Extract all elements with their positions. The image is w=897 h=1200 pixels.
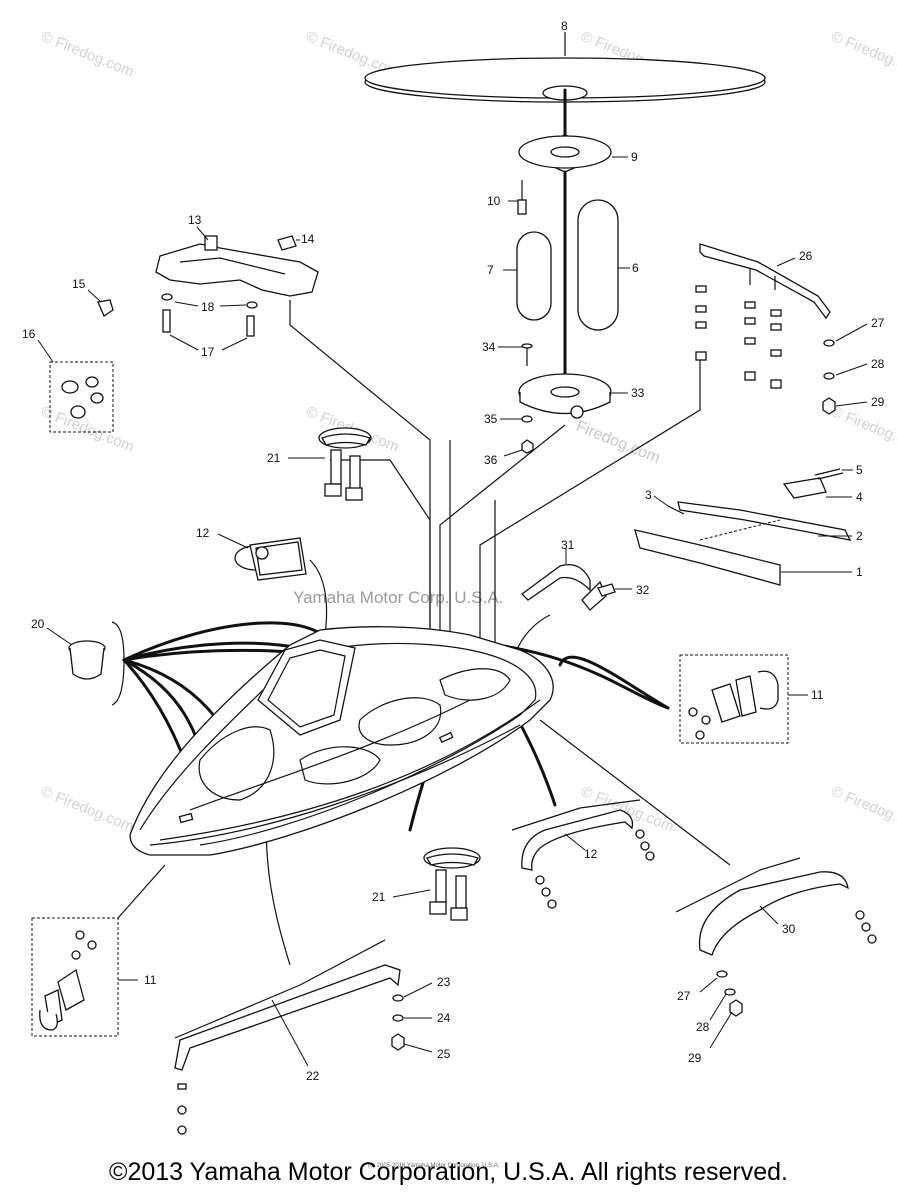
watermark-center: Yamaha Motor Corp. U.S.A. <box>293 588 503 607</box>
bolt-18b <box>246 315 255 337</box>
callout-23: 23 <box>437 975 451 989</box>
copyright-notice: ©2013 Yamaha Motor Corporation, U.S.A. A… <box>109 1158 788 1186</box>
callout-6: 6 <box>632 261 639 275</box>
callout-11: 11 <box>811 688 824 702</box>
callout-34: 34 <box>482 340 496 354</box>
callout-3: 3 <box>645 488 652 502</box>
callout-5: 5 <box>856 463 863 477</box>
tube-pole-right <box>577 199 630 331</box>
hardware-23-25 <box>391 982 433 1053</box>
bolt-18a <box>162 309 171 333</box>
callout-29: 29 <box>688 1051 702 1065</box>
callout-8: 8 <box>561 19 568 33</box>
callout-19: 18 <box>201 300 215 314</box>
callout-31: 31 <box>561 538 575 552</box>
tower-frame-26 <box>695 243 868 415</box>
callout-25: 25 <box>437 1047 451 1061</box>
callout-13: 12 <box>196 526 210 540</box>
callout-9: 9 <box>631 150 638 164</box>
callout-21: 21 <box>372 890 386 904</box>
screw-3 <box>653 495 685 515</box>
mounting-plate-top <box>518 134 628 173</box>
callout-26: 26 <box>799 249 813 263</box>
clip-4 <box>782 477 852 499</box>
callout-24: 24 <box>437 1011 451 1025</box>
callout-32: 32 <box>636 583 650 597</box>
watermark-text: © Firedog.com <box>39 403 137 456</box>
bracket-kit-11-right <box>679 654 808 744</box>
callout-21: 21 <box>267 451 281 465</box>
rail-22 <box>174 939 401 1135</box>
tube-pole-left <box>503 231 552 321</box>
hardware-27-29-bottom <box>699 970 743 1049</box>
callout-35: 35 <box>484 412 498 426</box>
bimini-canopy <box>364 32 766 140</box>
rail-30 <box>675 857 877 956</box>
bolt-stack-left <box>695 285 707 361</box>
mirror-13 <box>217 533 307 581</box>
watermark-text: © Firedog.com <box>829 403 897 456</box>
callout-14: 13 <box>188 213 202 227</box>
screw-5 <box>814 468 853 480</box>
callout-29: 29 <box>871 395 885 409</box>
grommet-kit-17 <box>37 339 114 433</box>
nut-36 <box>503 439 534 457</box>
cleat-21-top <box>288 427 372 501</box>
callout-11: 11 <box>144 973 157 987</box>
mounting-plate-bottom <box>518 373 628 419</box>
watermark-text: © Firedog.com <box>39 28 137 81</box>
watermark-text: © Firedog.com <box>829 783 897 836</box>
callout-22: 22 <box>306 1069 320 1083</box>
grab-handle-31 <box>521 548 632 611</box>
callout-7: 7 <box>487 263 494 277</box>
callout-27: 27 <box>677 989 691 1003</box>
watermark-text: Firedog.com <box>574 418 663 467</box>
watermark-text: © Firedog.com <box>829 28 897 81</box>
watermark-layer: © Firedog.com © Firedog.com © Firedog.co… <box>39 28 897 1169</box>
bolt-stack-right <box>770 309 782 389</box>
rail-12 <box>511 799 655 909</box>
bolt-stack-middle <box>744 301 756 381</box>
watermark-text: © Firedog.com <box>39 783 137 836</box>
screw-34 <box>498 343 533 366</box>
callout-17: 16 <box>22 327 36 341</box>
callout-12: 12 <box>584 847 598 861</box>
bracket-kit-11-left <box>31 917 138 1037</box>
fine-print: (c) 2005-2016 Yamaha Motor Corporation, … <box>368 1163 500 1169</box>
callout-28: 28 <box>871 357 885 371</box>
callout-30: 30 <box>782 922 796 936</box>
callout-2: 2 <box>856 529 863 543</box>
pin-part <box>508 180 527 215</box>
callout-27: 27 <box>871 316 885 330</box>
callout-1: 1 <box>856 565 863 579</box>
washer-35 <box>500 415 533 423</box>
callout-4: 4 <box>856 490 863 504</box>
callout-18: 17 <box>201 345 215 359</box>
callout-labels: 8 9 10 7 6 34 33 35 36 13 14 15 18 17 16… <box>22 19 885 1083</box>
mirror-bracket-14 <box>155 226 319 297</box>
callout-10: 10 <box>487 194 501 208</box>
callout-20: 20 <box>31 617 45 631</box>
callout-36: 36 <box>484 453 498 467</box>
callout-33: 33 <box>631 386 645 400</box>
boat-hull <box>129 626 554 856</box>
cleat-21-bottom <box>392 847 481 921</box>
callout-28: 28 <box>696 1020 710 1034</box>
rail-track-1-2 <box>634 501 852 586</box>
plug-16 <box>87 289 114 317</box>
callout-15: 14 <box>301 232 315 246</box>
callout-16: 15 <box>72 277 86 291</box>
cup-holder-20 <box>46 621 125 706</box>
